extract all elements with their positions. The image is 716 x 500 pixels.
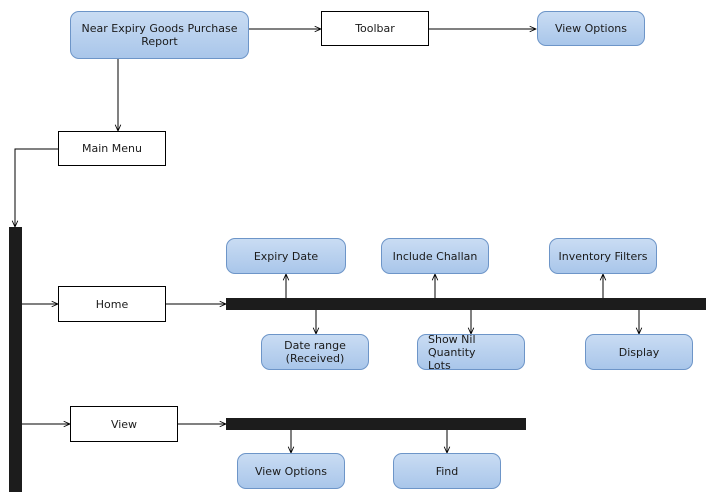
home-node: Home: [58, 286, 166, 322]
toolbar-node: Toolbar: [321, 11, 429, 46]
edge-main-menu-bar: [15, 148, 58, 227]
show-nil-quantity-node: Show Nil Quantity Lots: [417, 333, 525, 372]
date-range-node: Date range (Received): [261, 334, 369, 370]
display-node: Display: [585, 334, 693, 370]
main-menu-node: Main Menu: [58, 131, 166, 166]
view-node: View: [70, 406, 178, 442]
view-options-node: View Options: [237, 453, 345, 489]
find-node: Find: [393, 453, 501, 489]
inventory-filters-node: Inventory Filters: [549, 238, 657, 274]
view-horizontal-bar: [226, 418, 526, 430]
toolbar-view-options-node: View Options: [537, 11, 645, 46]
root-node: Near Expiry Goods Purchase Report: [70, 11, 249, 59]
main-vertical-bar: [9, 227, 22, 492]
expiry-date-node: Expiry Date: [226, 238, 346, 274]
include-challan-node: Include Challan: [381, 238, 489, 274]
home-horizontal-bar: [226, 298, 706, 310]
